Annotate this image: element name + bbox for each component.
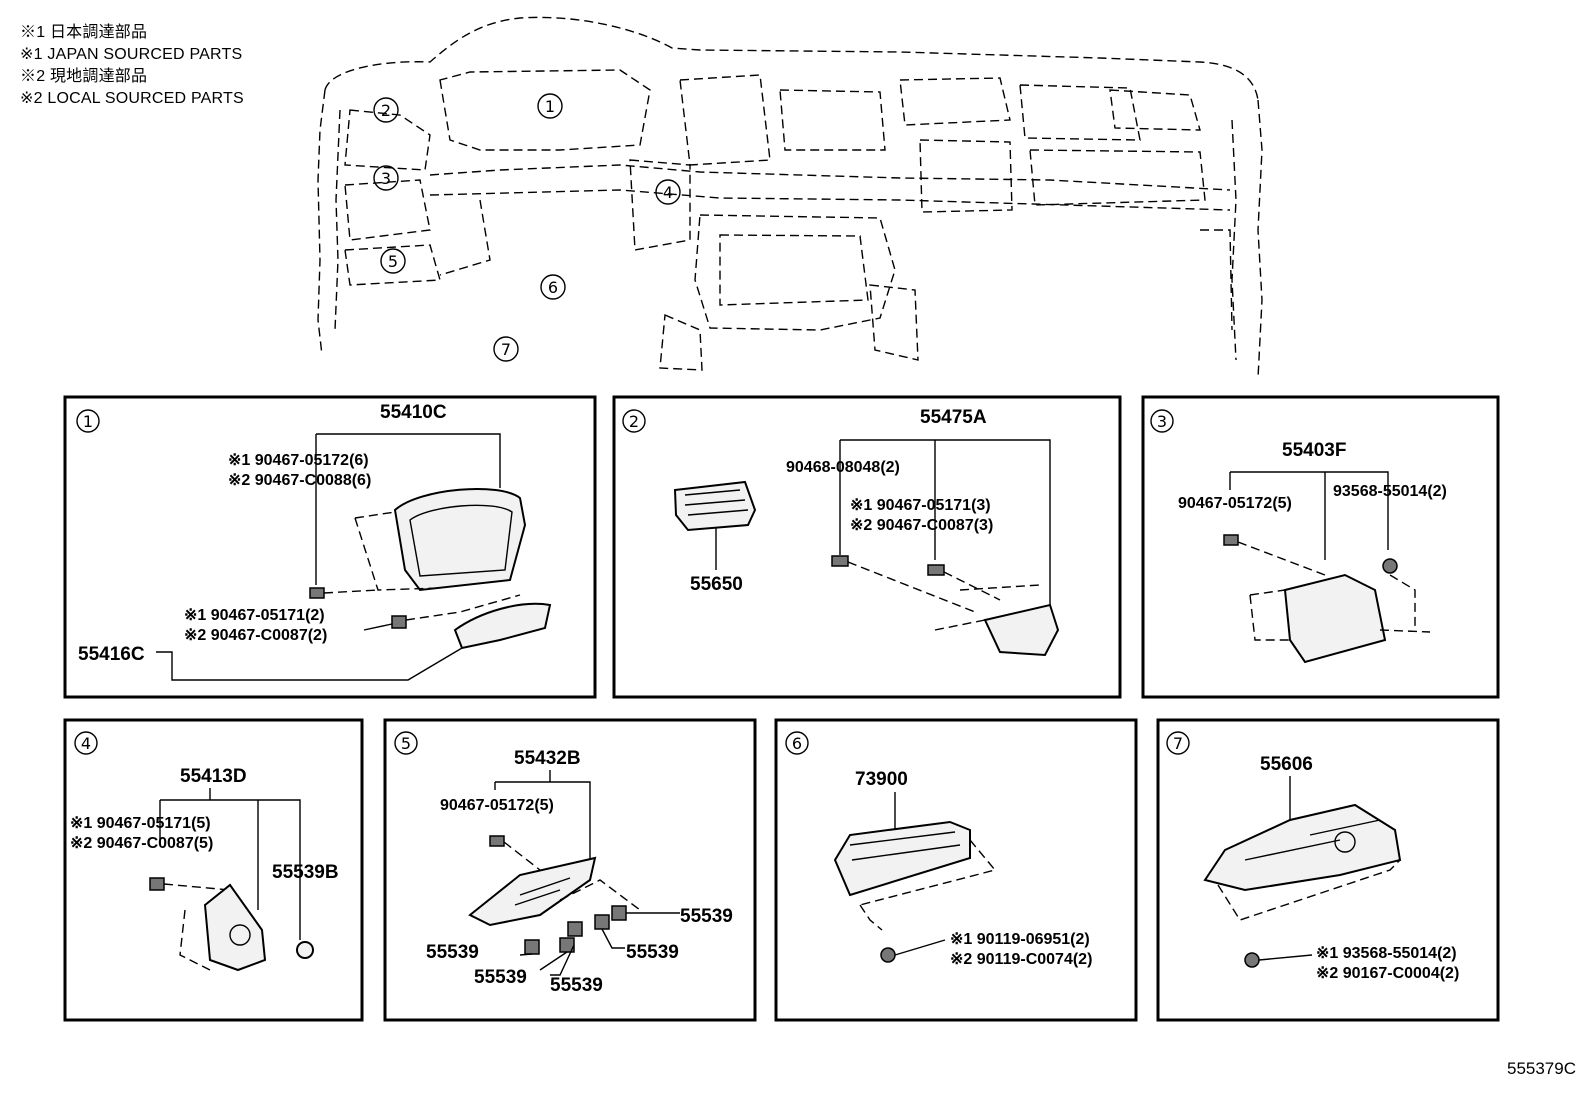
svg-text:2: 2	[381, 101, 391, 120]
air-vent-part	[673, 480, 757, 532]
svg-text:5: 5	[388, 252, 398, 271]
panel-1-number: 1	[83, 412, 93, 431]
panel-6-number: 6	[792, 734, 802, 753]
overview-callouts: 1 2 3 4 5 6 7	[373, 93, 681, 362]
panel-2-frame	[612, 395, 1122, 699]
panel-6-frame	[774, 718, 1138, 1022]
clip-icon	[1223, 534, 1239, 546]
panel-1-label-4: ※2 90467-C0087(2)	[184, 627, 327, 644]
panel-7: 7 55606 ※1 93568-55014(2) ※2 90167-C0004…	[1156, 718, 1500, 1022]
clip-icon	[927, 564, 945, 576]
panel-1-label-5: 55416C	[78, 644, 145, 665]
overview-callout-6: 6	[540, 274, 566, 300]
clip-icon	[309, 587, 325, 599]
knee-panel-part	[203, 883, 267, 972]
cluster-hood-part	[393, 488, 527, 592]
panel-4-number: 4	[81, 734, 91, 753]
panel-3-main-part: 55403F	[1282, 440, 1346, 461]
clip-icon	[391, 615, 407, 629]
panel-5-label-4: 55539	[626, 942, 679, 963]
panel-1-label-3: ※1 90467-05171(2)	[184, 607, 325, 624]
overview-callout-5: 5	[380, 248, 406, 274]
panel-1-frame	[63, 395, 597, 699]
panel-6-label-1: ※1 90119-06951(2)	[950, 931, 1090, 948]
panel-5-label-2: 55539	[680, 906, 733, 927]
overview-callout-4: 4	[655, 179, 681, 205]
panel-4-label-3: 55539B	[272, 862, 339, 883]
switch-hole-cover-icon	[611, 905, 627, 921]
panel-6: 6 73900 ※1 90119-06951(2) ※2 90119-C0074…	[774, 718, 1138, 1022]
panel-2-label-4: 55650	[690, 574, 743, 595]
screw-icon	[880, 947, 896, 963]
panel-1: 1 55410C ※1 90467-05172(6) ※2 90467-C008…	[63, 395, 597, 699]
svg-text:3: 3	[381, 169, 391, 188]
instrument-panel-overview	[317, 16, 1263, 379]
clip-icon	[489, 835, 505, 847]
panel-2-main-part: 55475A	[920, 407, 987, 428]
panel-5-label-6: 55539	[550, 975, 603, 996]
clip-icon	[149, 877, 165, 891]
panel-2-label-2: ※1 90467-05171(3)	[850, 497, 991, 514]
panel-4-label-2: ※2 90467-C0087(5)	[70, 835, 213, 852]
panel-4-main-part: 55413D	[180, 766, 247, 787]
display-module-part	[833, 820, 971, 897]
lower-cover-part	[453, 602, 552, 650]
svg-text:1: 1	[545, 97, 555, 116]
panel-5-number: 5	[401, 734, 411, 753]
legend-line-2: ※1 JAPAN SOURCED PARTS	[20, 46, 243, 63]
switch-hole-cover-icon	[524, 939, 540, 955]
panel-5-frame	[383, 718, 757, 1022]
overview-callout-2: 2	[373, 97, 399, 123]
panel-7-number: 7	[1173, 734, 1183, 753]
svg-text:6: 6	[548, 278, 558, 297]
panel-7-label-1: ※1 93568-55014(2)	[1316, 945, 1457, 962]
switch-hole-cover-icon	[594, 914, 610, 930]
panel-2: 2 55475A 90468-08048(2) ※1 90467-05171(3…	[612, 395, 1122, 699]
overview-callout-7: 7	[493, 336, 519, 362]
panel-2-label-3: ※2 90467-C0087(3)	[850, 517, 993, 534]
screw-icon	[1244, 952, 1260, 968]
svg-text:7: 7	[501, 340, 511, 359]
garnish-part	[983, 603, 1060, 657]
panel-4-label-1: ※1 90467-05171(5)	[70, 815, 211, 832]
panel-3: 3 55403F 90467-05172(5) 93568-55014(2)	[1141, 395, 1500, 699]
legend: ※1 日本調達部品 ※1 JAPAN SOURCED PARTS ※2 現地調達…	[20, 22, 244, 110]
panel-3-frame	[1141, 395, 1500, 699]
panel-2-number: 2	[629, 412, 639, 431]
side-cover-part	[1283, 573, 1387, 664]
svg-text:4: 4	[663, 183, 673, 202]
document-id: 555379C	[1506, 1059, 1576, 1078]
panel-5-label-3: 55539	[426, 942, 479, 963]
panel-1-label-2: ※2 90467-C0088(6)	[228, 472, 371, 489]
legend-line-1: ※1 日本調達部品	[20, 24, 148, 41]
panel-2-label-1: 90468-08048(2)	[786, 459, 900, 476]
overview-callout-1: 1	[537, 93, 563, 119]
panel-4: 4 55413D ※1 90467-05171(5) ※2 90467-C008…	[63, 718, 364, 1022]
panel-6-label-2: ※2 90119-C0074(2)	[950, 951, 1092, 968]
legend-line-4: ※2 LOCAL SOURCED PARTS	[20, 90, 244, 107]
switch-hole-cover-icon	[567, 921, 583, 937]
panel-5-main-part: 55432B	[514, 748, 581, 769]
panel-6-main-part: 73900	[855, 769, 908, 790]
panel-1-main-part: 55410C	[380, 402, 447, 423]
lower-panel-part	[468, 856, 597, 927]
panel-3-number: 3	[1157, 412, 1167, 431]
panel-4-frame	[63, 718, 364, 1022]
panel-7-label-2: ※2 90167-C0004(2)	[1316, 965, 1459, 982]
panel-7-main-part: 55606	[1260, 754, 1313, 775]
switch-hole-cover-part	[296, 941, 314, 959]
screw-icon	[1382, 558, 1398, 574]
panel-3-label-1: 90467-05172(5)	[1178, 495, 1292, 512]
panel-3-label-2: 93568-55014(2)	[1333, 483, 1447, 500]
panel-1-label-1: ※1 90467-05172(6)	[228, 452, 369, 469]
clip-icon	[831, 555, 849, 567]
panel-5-label-5: 55539	[474, 967, 527, 988]
overview-callout-3: 3	[373, 165, 399, 191]
panel-7-frame	[1156, 718, 1500, 1022]
panel-5: 5 55432B 90467-05172(5) 55539 55539 5553…	[383, 718, 757, 1022]
legend-line-3: ※2 現地調達部品	[20, 68, 148, 85]
panel-5-label-1: 90467-05172(5)	[440, 797, 554, 814]
